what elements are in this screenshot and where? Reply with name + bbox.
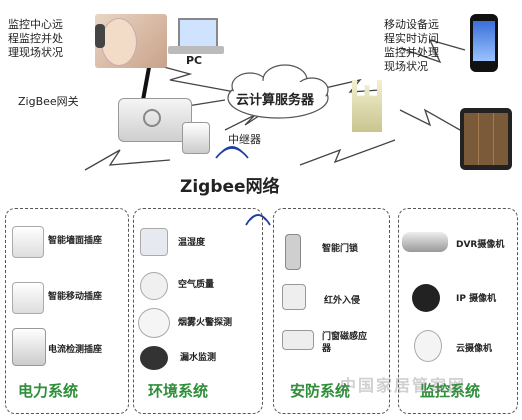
smart-lock-icon (285, 234, 301, 270)
cloud-camera-icon (414, 330, 442, 362)
monitor-center-text: 监控中心远 程监控并处 理现场状况 (8, 18, 63, 60)
watermark: 中国家居管家网 (340, 376, 467, 395)
group-env-title: 环境系统 (148, 382, 209, 400)
water-leak-icon (140, 346, 168, 370)
air-quality-icon (140, 272, 168, 300)
gateway-antenna (141, 61, 152, 101)
link-network-right (299, 139, 396, 166)
monitor-item-3: 云摄像机 (456, 344, 493, 354)
power-item-3: 电流检测插座 (48, 345, 103, 355)
smoke-detector-icon (138, 308, 170, 338)
group-security-title: 安防系统 (290, 382, 351, 400)
group-security (273, 208, 390, 414)
operator-photo (95, 14, 167, 68)
ip-camera-icon (412, 284, 440, 312)
network-label: Zigbee网络 (180, 172, 280, 197)
dvr-camera-icon (402, 232, 448, 252)
monitor-item-1: DVR摄像机 (456, 240, 505, 250)
pc-label: PC (186, 54, 203, 67)
security-item-3b: 器 (322, 344, 332, 354)
group-monitor-title: 监控系统 (420, 382, 481, 400)
gateway-label: ZigBee网关 (18, 95, 79, 108)
group-power-title: 电力系统 (18, 382, 79, 400)
monitor-center-line-1: 监控中心远 (8, 18, 63, 31)
wall-socket-icon (12, 226, 44, 258)
gateway-device-icon (118, 98, 192, 142)
smartphone-icon (470, 14, 498, 72)
security-item-2: 红外入侵 (324, 296, 361, 306)
security-item-3: 门窗磁感应 (322, 332, 368, 342)
env-item-3: 烟雾火警探测 (178, 318, 233, 328)
mobile-text: 移动设备远 程实时访问 监控并处理 现场状况 (384, 18, 439, 74)
env-item-1: 温湿度 (178, 238, 206, 248)
network-label-en: Zigbee (180, 177, 246, 197)
server-castle-icon (352, 80, 382, 132)
mobile-socket-icon (12, 282, 44, 314)
monitor-item-2: IP 摄像机 (456, 294, 497, 304)
env-item-2: 空气质量 (178, 280, 215, 290)
infrared-sensor-icon (282, 284, 306, 310)
link-network-left (84, 149, 171, 171)
repeater-device-icon (182, 122, 210, 154)
group-power (5, 208, 129, 414)
power-item-2: 智能移动插座 (48, 292, 103, 302)
temp-humidity-icon (140, 228, 168, 256)
link-mobile-phone (399, 38, 466, 64)
tablet-icon (460, 108, 512, 170)
security-item-1: 智能门锁 (322, 244, 359, 254)
group-env (133, 208, 263, 414)
pc-icon: PC (168, 18, 226, 70)
mobile-line-3: 监控并处理 (384, 46, 439, 59)
network-label-cn: 网络 (245, 177, 280, 197)
wifi-icon-repeater (215, 146, 249, 159)
mobile-line-4: 现场状况 (384, 60, 428, 73)
mobile-line-1: 移动设备远 (384, 18, 439, 31)
monitor-center-line-2: 程监控并处 (8, 32, 63, 45)
monitor-center-line-3: 理现场状况 (8, 46, 63, 59)
group-monitor (398, 208, 518, 414)
cloud-label: 云计算服务器 (236, 93, 315, 108)
link-repeater-cloud (224, 109, 269, 131)
cloud-shape (227, 64, 329, 119)
door-magnet-icon (282, 330, 314, 350)
current-socket-icon (12, 328, 46, 366)
mobile-line-2: 程实时访问 (384, 32, 439, 45)
power-item-1: 智能墙面插座 (48, 236, 103, 246)
repeater-label: 中继器 (228, 133, 261, 146)
env-item-4: 漏水监测 (180, 353, 217, 363)
link-mobile-tablet (399, 108, 461, 131)
